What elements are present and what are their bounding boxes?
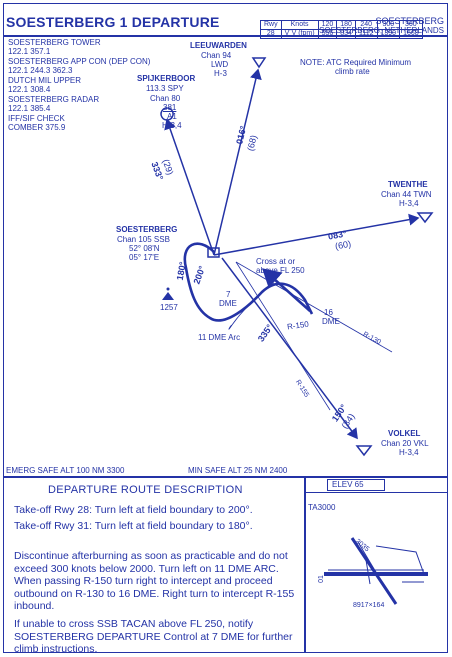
comm-tower-freqs: 122.1 357.1 xyxy=(8,47,51,56)
description-p3: Discontinue afterburning as soon as prac… xyxy=(14,550,296,613)
spijkerboor-name: SPIJKERBOOR xyxy=(137,74,196,83)
spijkerboor-chan: Chan 80 xyxy=(150,94,181,103)
dme16-label: DME xyxy=(322,317,340,326)
soesterberg-lat: 52° 08'N xyxy=(129,244,160,253)
obstacle-symbol xyxy=(162,292,174,300)
volkel-chan: Chan 20 VKL xyxy=(381,439,429,448)
track-333 xyxy=(164,118,215,256)
airport-diagram xyxy=(324,537,428,605)
runway-dimensions: 8917×164 xyxy=(353,602,385,609)
description-p4: If unable to cross SSB TACAN above FL 25… xyxy=(14,618,296,656)
leeuwarden-alt: H-3 xyxy=(214,69,227,78)
comm-radar-freqs: 122.1 385.4 xyxy=(8,104,51,113)
comm-app-freqs: 122.1 244.3 362.3 xyxy=(8,66,73,75)
soesterberg-tacan-symbol xyxy=(207,247,220,258)
description-p1: Take-off Rwy 28: Turn left at field boun… xyxy=(14,504,296,517)
transition-alt: TA3000 xyxy=(308,503,336,512)
rate-note-2: climb rate xyxy=(335,67,370,76)
header-divider xyxy=(3,35,448,37)
twenthe-symbol xyxy=(416,212,434,224)
taxiway-4 xyxy=(365,559,371,585)
rate-1668: 1668 xyxy=(399,29,423,39)
description-p2: Take-off Rwy 31: Turn left at field boun… xyxy=(14,520,296,533)
twenthe-chan: Chan 44 TWN xyxy=(381,190,432,199)
comm-iff-name: IFF/SIF CHECK xyxy=(8,114,65,123)
comm-upper-freqs: 122.1 308.4 xyxy=(8,85,51,94)
leeuwarden-symbol xyxy=(251,57,267,69)
arc-segment xyxy=(228,291,263,330)
radial-155 xyxy=(235,261,331,411)
inbound-r155 xyxy=(262,268,311,312)
rate-note-1: NOTE: ATC Required Minimum xyxy=(300,58,411,67)
leeuwarden-name: LEEUWARDEN xyxy=(190,41,247,50)
spijkerboor-code: A1 xyxy=(167,112,177,121)
comm-tower-name: SOESTERBERG TOWER xyxy=(8,38,101,47)
climb-rate-table: Rwy Knots 120 180 240 300 360 28 V´V (fp… xyxy=(260,20,423,39)
rate-834: 834 xyxy=(336,29,356,39)
volkel-symbol xyxy=(355,445,373,457)
comm-app-name: SOESTERBERG APP CON (DEP CON) xyxy=(8,57,151,66)
emerg-safe-alt: EMERG SAFE ALT 100 NM 3300 xyxy=(6,466,125,475)
comm-iff-freqs: COMBER 375.9 xyxy=(8,123,66,132)
soesterberg-name: SOESTERBERG xyxy=(116,225,178,234)
soesterberg-chan: Chan 105 SSB xyxy=(117,235,170,244)
dme7-label: DME xyxy=(219,299,237,308)
description-p4-text: If unable to cross SSB TACAN above FL 25… xyxy=(14,618,293,655)
spijkerboor-ref: 381 xyxy=(163,103,177,112)
min-safe-alt: MIN SAFE ALT 25 NM 2400 xyxy=(188,466,288,475)
volkel-alt: H-3,4 xyxy=(399,448,419,457)
spijkerboor-symbol xyxy=(160,107,174,121)
runway-01-label: 01 xyxy=(317,575,325,583)
twenthe-name: TWENTHE xyxy=(388,180,428,189)
comm-radar-name: SOESTERBERG RADAR xyxy=(8,95,100,104)
elevation: ELEV 65 xyxy=(327,479,385,491)
plan-view xyxy=(160,57,434,457)
rate-unit: V´V (fpm) xyxy=(280,29,319,39)
taxiway-1 xyxy=(357,541,391,597)
arc-label: 11 DME Arc xyxy=(198,333,241,342)
description-p1-text: Take-off Rwy 28: Turn left at field boun… xyxy=(14,504,253,516)
dme7-num: 7 xyxy=(226,290,231,299)
description-heading: DEPARTURE ROUTE DESCRIPTION xyxy=(48,484,243,496)
radial-130 xyxy=(235,261,393,353)
spijkerboor-alt: H-3,4 xyxy=(162,121,182,130)
twenthe-alt: H-3,4 xyxy=(399,199,419,208)
track-016 xyxy=(213,68,262,256)
chart-frame xyxy=(3,3,448,653)
track-150 xyxy=(221,257,358,440)
dme16-num: 16 xyxy=(324,308,333,317)
chart-title: SOESTERBERG 1 DEPARTURE xyxy=(6,14,220,30)
plan-divider xyxy=(3,476,448,478)
description-p2-text: Take-off Rwy 31: Turn left at field boun… xyxy=(14,520,253,532)
volkel-name: VOLKEL xyxy=(388,429,421,438)
leeuwarden-chan: Chan 94 xyxy=(201,51,232,60)
spijkerboor-freq: 113.3 SPY xyxy=(146,84,184,93)
taxiway-3 xyxy=(375,545,425,575)
obstacle-elev: 1257 xyxy=(160,303,178,312)
obstacle-dot xyxy=(166,287,170,291)
fl250-line2: above FL 250 xyxy=(256,266,305,275)
description-p3-text: Discontinue afterburning as soon as prac… xyxy=(14,550,295,612)
panel-divider xyxy=(304,476,306,653)
elev-divider xyxy=(305,492,448,493)
soesterberg-lon: 05° 17'E xyxy=(129,253,160,262)
fl250-line1: Cross at or xyxy=(256,257,296,266)
comm-upper-name: DUTCH MIL UPPER xyxy=(8,76,82,85)
leeuwarden-ident: LWD xyxy=(211,60,229,69)
track-083 xyxy=(213,213,420,256)
